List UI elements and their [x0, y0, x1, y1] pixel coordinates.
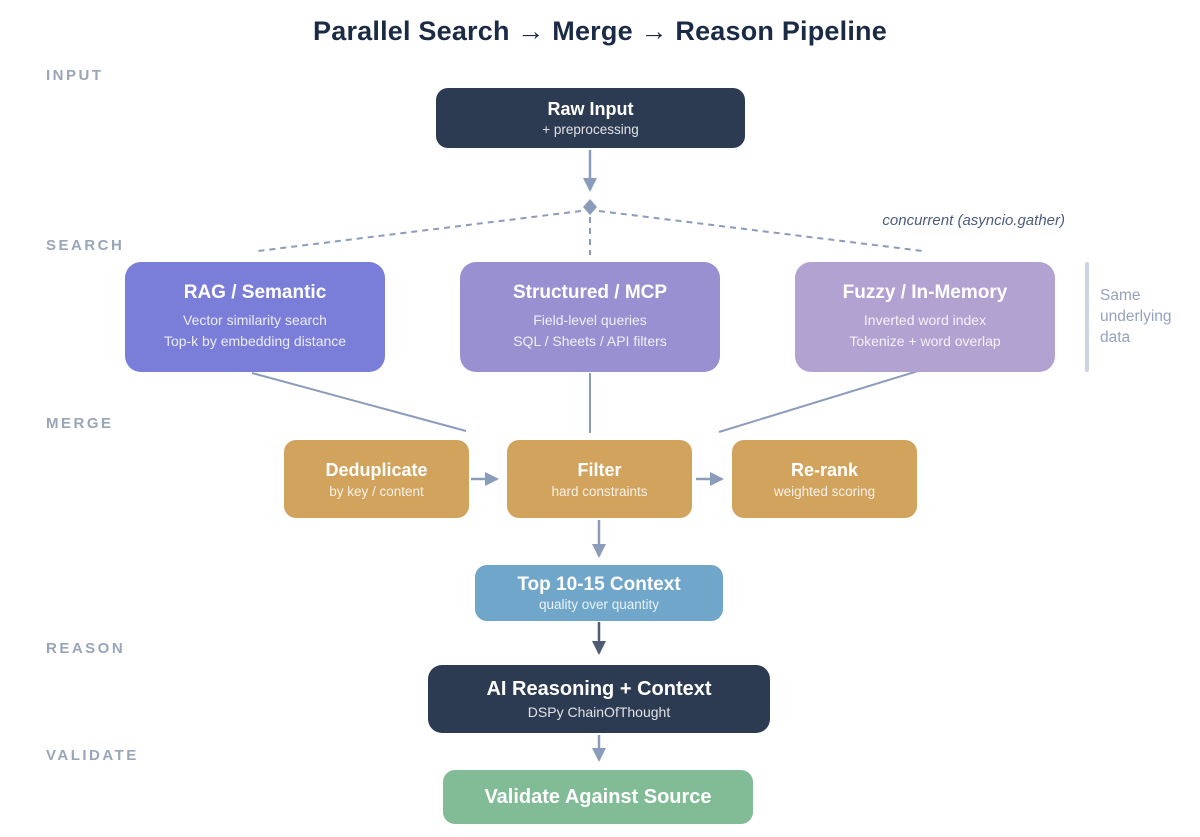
node-validate-against-source: Validate Against Source	[443, 770, 753, 824]
node-raw-input: Raw Input + preprocessing	[436, 88, 745, 148]
node-title: Re-rank	[790, 459, 859, 480]
node-title: Structured / MCP	[512, 282, 668, 303]
node-structured-mcp: Structured / MCP Field-level queries SQL…	[460, 262, 720, 372]
line-fuzzy-to-filter	[718, 370, 919, 433]
node-title: Top 10-15 Context	[517, 574, 681, 595]
node-deduplicate: Deduplicate by key / content	[284, 440, 469, 518]
node-subtitle: SQL / Sheets / API filters	[513, 333, 667, 349]
node-top-context: Top 10-15 Context quality over quantity	[475, 565, 723, 621]
node-title: RAG / Semantic	[183, 282, 327, 303]
stage-label-merge: MERGE	[46, 415, 114, 432]
node-ai-reasoning: AI Reasoning + Context DSPy ChainOfThoug…	[428, 665, 770, 733]
node-title: Deduplicate	[325, 459, 428, 480]
stage-label-validate: VALIDATE	[46, 747, 139, 764]
node-subtitle: Field-level queries	[533, 312, 647, 328]
stage-label-search: SEARCH	[46, 237, 125, 254]
node-subtitle: Vector similarity search	[183, 312, 327, 328]
node-title: Filter	[577, 459, 622, 480]
node-subtitle: by key / content	[329, 483, 424, 499]
node-subtitle: + preprocessing	[542, 122, 639, 137]
node-fuzzy-in-memory: Fuzzy / In-Memory Inverted word index To…	[795, 262, 1055, 372]
node-subtitle: Inverted word index	[863, 312, 987, 328]
same-data-accent-bar	[1085, 262, 1089, 372]
node-subtitle: DSPy ChainOfThought	[527, 704, 671, 720]
fanout-diamond	[583, 199, 597, 215]
node-subtitle: quality over quantity	[538, 597, 660, 612]
node-re-rank: Re-rank weighted scoring	[732, 440, 917, 518]
node-filter: Filter hard constraints	[507, 440, 692, 518]
node-subtitle: Tokenize + word overlap	[849, 333, 1001, 349]
node-title: Raw Input	[547, 99, 634, 119]
stage-label-reason: REASON	[46, 640, 126, 657]
page-title: Parallel Search → Merge → Reason Pipelin…	[313, 16, 887, 46]
node-title: AI Reasoning + Context	[486, 678, 712, 700]
annotation-same-data: Same underlying data	[1100, 287, 1172, 346]
node-subtitle: hard constraints	[551, 483, 648, 499]
node-subtitle: Top-k by embedding distance	[163, 333, 347, 349]
stage-label-input: INPUT	[46, 67, 104, 84]
annotation-concurrent: concurrent (asyncio.gather)	[882, 212, 1065, 229]
node-subtitle: weighted scoring	[773, 483, 876, 499]
node-rag-semantic: RAG / Semantic Vector similarity search …	[125, 262, 385, 372]
line-rag-to-filter	[251, 372, 467, 432]
node-title: Fuzzy / In-Memory	[842, 282, 1008, 303]
dashed-fanout-left	[257, 210, 582, 252]
node-title: Validate Against Source	[484, 785, 712, 808]
